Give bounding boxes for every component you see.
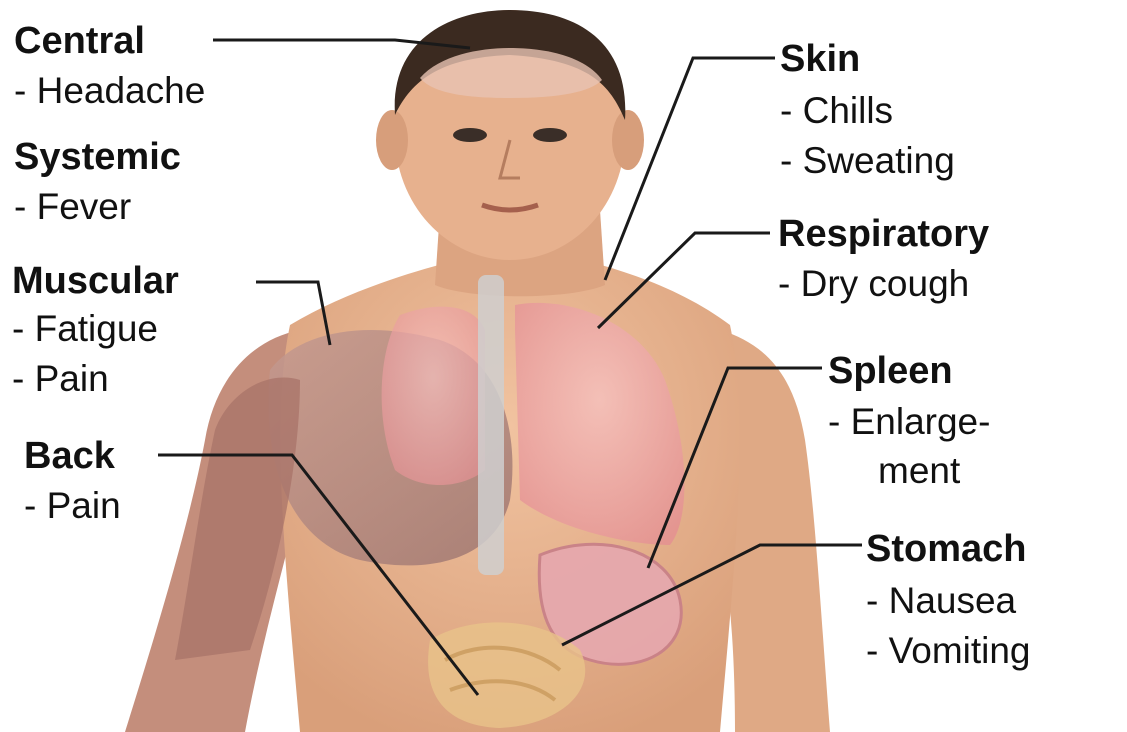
label-central-item-1: - Headache <box>14 72 205 109</box>
label-back-title: Back <box>24 437 115 475</box>
label-muscular-title: Muscular <box>12 262 179 300</box>
label-systemic-item-1: - Fever <box>14 188 131 225</box>
right-ear <box>612 110 644 170</box>
label-stomach-title: Stomach <box>866 530 1026 568</box>
label-systemic-title: Systemic <box>14 138 181 176</box>
label-back-item-1: - Pain <box>24 487 121 524</box>
label-stomach-item-1: - Nausea <box>866 582 1016 619</box>
label-muscular-item-1: - Fatigue <box>12 310 158 347</box>
right-eye <box>533 128 567 142</box>
left-ear <box>376 110 408 170</box>
label-skin-title: Skin <box>780 40 860 78</box>
label-spleen-item-1: - Enlarge- <box>828 403 990 440</box>
left-lung <box>382 307 485 485</box>
left-eye <box>453 128 487 142</box>
label-skin-item-2: - Sweating <box>780 142 955 179</box>
label-stomach-item-2: - Vomiting <box>866 632 1031 669</box>
label-skin-item-1: - Chills <box>780 92 893 129</box>
label-respiratory-item-1: - Dry cough <box>778 265 969 302</box>
label-muscular-item-2: - Pain <box>12 360 109 397</box>
label-respiratory-title: Respiratory <box>778 215 989 253</box>
label-spleen-title: Spleen <box>828 352 953 390</box>
label-central-title: Central <box>14 22 145 60</box>
trachea <box>478 275 504 575</box>
label-spleen-item-2: ment <box>878 452 960 489</box>
